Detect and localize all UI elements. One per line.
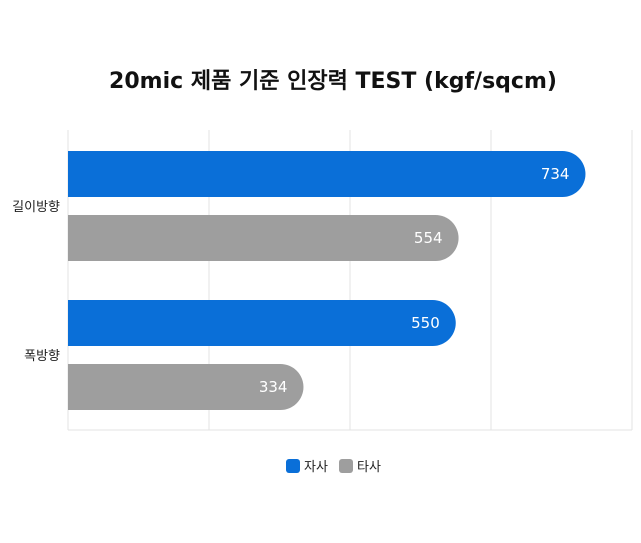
legend-swatch-0 bbox=[286, 459, 300, 473]
data-label: 734 bbox=[541, 165, 570, 183]
chart-title: 20mic 제품 기준 인장력 TEST (kgf/sqcm) bbox=[109, 69, 557, 94]
bar-타사-폭방향 bbox=[68, 364, 304, 411]
legend-label-0: 자사 bbox=[304, 460, 328, 475]
labels: 길이방향 734 554 폭방향 550 334 bbox=[12, 165, 569, 396]
data-label: 550 bbox=[411, 314, 440, 332]
bar-자사-폭방향 bbox=[68, 300, 456, 346]
data-label: 554 bbox=[414, 229, 443, 247]
bar-자사-길이방향 bbox=[68, 151, 586, 197]
legend-label-1: 타사 bbox=[357, 460, 381, 475]
legend-swatch-1 bbox=[339, 459, 353, 473]
bars bbox=[68, 151, 586, 411]
category-label: 폭방향 bbox=[24, 349, 60, 364]
category-label: 길이방향 bbox=[12, 200, 60, 215]
bar-타사-길이방향 bbox=[68, 215, 459, 261]
data-label: 334 bbox=[259, 378, 288, 396]
legend: 자사 타사 bbox=[286, 459, 381, 475]
